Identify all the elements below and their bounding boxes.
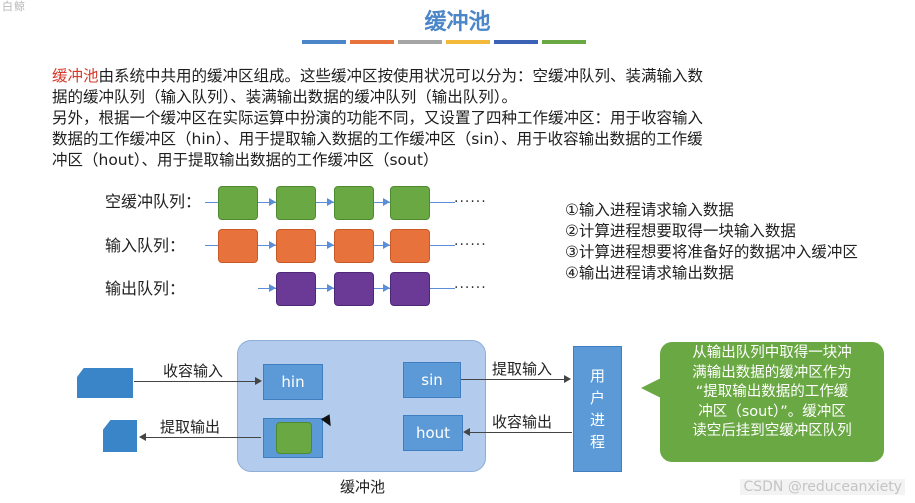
paragraph-line-4: 数据的工作缓冲区（hin）、用于提取输入数据的工作缓冲区（sin）、用于收容输出… bbox=[52, 130, 703, 148]
user-process-char: 户 bbox=[589, 389, 605, 407]
user-process-box: 用 户 进 程 bbox=[573, 346, 622, 472]
paragraph-line-3: 另外，根据一个缓冲区在实际运算中扮演的功能不同，又设置了四种工作缓冲区：用于收容… bbox=[52, 109, 704, 127]
bubble-line: 从输出队列中取得一块冲 bbox=[692, 345, 852, 361]
output-queue-ellipsis: ...... bbox=[454, 276, 487, 292]
explanation-bubble: 从输出队列中取得一块冲 满输出数据的缓冲区作为 “提取输出数据的工作缓 冲区（s… bbox=[660, 342, 884, 462]
arrow-icon bbox=[269, 284, 276, 292]
collect-input-label: 收容输入 bbox=[163, 362, 224, 380]
bubble-line: “提取输出数据的工作缓 bbox=[695, 384, 849, 400]
watermark: CSDN @reduceanxiety bbox=[740, 479, 905, 495]
bubble-line: 读空后挂到空缓冲区队列 bbox=[692, 423, 852, 439]
hin-buffer: hin bbox=[263, 364, 323, 400]
empty-queue-label: 空缓冲队列： bbox=[105, 192, 202, 211]
extract-input-arrow bbox=[461, 379, 565, 380]
arrow-icon bbox=[383, 284, 390, 292]
title-stripe bbox=[302, 40, 346, 44]
empty-buffer bbox=[218, 186, 258, 220]
extract-input-label: 提取输入 bbox=[492, 360, 553, 378]
arrow-icon bbox=[327, 198, 334, 206]
user-process-char: 进 bbox=[589, 411, 605, 429]
extract-output-arrow bbox=[146, 437, 261, 438]
sin-buffer: sin bbox=[403, 362, 461, 398]
note-2: ②计算进程想要取得一块输入数据 bbox=[565, 222, 796, 240]
output-device-icon bbox=[103, 420, 137, 452]
input-queue-label: 输入队列： bbox=[105, 236, 186, 255]
title-stripe bbox=[446, 40, 490, 44]
title-stripe bbox=[398, 40, 442, 44]
input-buffer bbox=[390, 229, 430, 263]
title-stripe bbox=[350, 40, 394, 44]
extract-output-label: 提取输出 bbox=[160, 418, 221, 436]
note-4: ④输出进程请求输出数据 bbox=[565, 264, 734, 282]
sout-buffer bbox=[263, 418, 323, 458]
output-buffer bbox=[334, 272, 374, 306]
paragraph-line-2: 据的缓冲队列（输入队列）、装满输出数据的缓冲队列（输出队列）。 bbox=[52, 88, 518, 106]
arrow-icon bbox=[269, 198, 276, 206]
paragraph-line-1-text: 由系统中共用的缓冲区组成。这些缓冲区按使用状况可以分为：空缓冲队列、装满输入数 bbox=[98, 67, 704, 85]
note-1: ①输入进程请求输入数据 bbox=[565, 201, 734, 219]
note-3: ③计算进程想要将准备好的数据冲入缓冲区 bbox=[565, 243, 858, 261]
output-buffer bbox=[390, 272, 430, 306]
empty-buffer bbox=[276, 186, 316, 220]
user-process-char: 程 bbox=[589, 433, 605, 451]
corner-label: 白鲸 bbox=[2, 0, 26, 13]
arrow-icon bbox=[564, 375, 571, 383]
title-stripe bbox=[494, 40, 538, 44]
empty-queue-ellipsis: ...... bbox=[454, 190, 487, 206]
collect-input-arrow bbox=[134, 381, 256, 382]
input-device-icon bbox=[77, 368, 133, 398]
arrow-icon bbox=[139, 433, 146, 441]
input-buffer bbox=[334, 229, 374, 263]
paragraph-line-1: 缓冲池由系统中共用的缓冲区组成。这些缓冲区按使用状况可以分为：空缓冲队列、装满输… bbox=[52, 66, 703, 87]
buffer-pool-label: 缓冲池 bbox=[340, 478, 386, 496]
arrow-icon bbox=[269, 241, 276, 249]
user-process-char: 用 bbox=[589, 367, 605, 385]
arrow-icon bbox=[327, 284, 334, 292]
input-queue-ellipsis: ...... bbox=[454, 233, 487, 249]
output-buffer bbox=[276, 272, 316, 306]
title-stripe bbox=[542, 40, 586, 44]
bubble-line: 冲区（sout）”。缓冲区 bbox=[698, 403, 846, 420]
hout-buffer: hout bbox=[403, 415, 463, 451]
empty-buffer bbox=[334, 186, 374, 220]
paragraph-line-5: 冲区（hout）、用于提取输出数据的工作缓冲区（sout） bbox=[52, 151, 439, 169]
bubble-line: 满输出数据的缓冲区作为 bbox=[692, 364, 852, 381]
buffer-pool-term: 缓冲池 bbox=[52, 67, 99, 85]
page-title: 缓冲池 bbox=[424, 10, 491, 35]
collect-output-label: 收容输出 bbox=[492, 413, 553, 431]
arrow-icon bbox=[463, 428, 470, 436]
sout-filled-buffer bbox=[276, 422, 312, 454]
arrow-icon bbox=[383, 198, 390, 206]
empty-buffer bbox=[390, 186, 430, 220]
arrow-icon bbox=[383, 241, 390, 249]
input-buffer bbox=[276, 229, 316, 263]
output-queue-label: 输出队列： bbox=[105, 279, 186, 298]
bubble-tail bbox=[641, 378, 661, 398]
arrow-icon bbox=[255, 377, 262, 385]
input-buffer bbox=[218, 229, 258, 263]
collect-output-arrow bbox=[470, 432, 572, 433]
arrow-icon bbox=[327, 241, 334, 249]
